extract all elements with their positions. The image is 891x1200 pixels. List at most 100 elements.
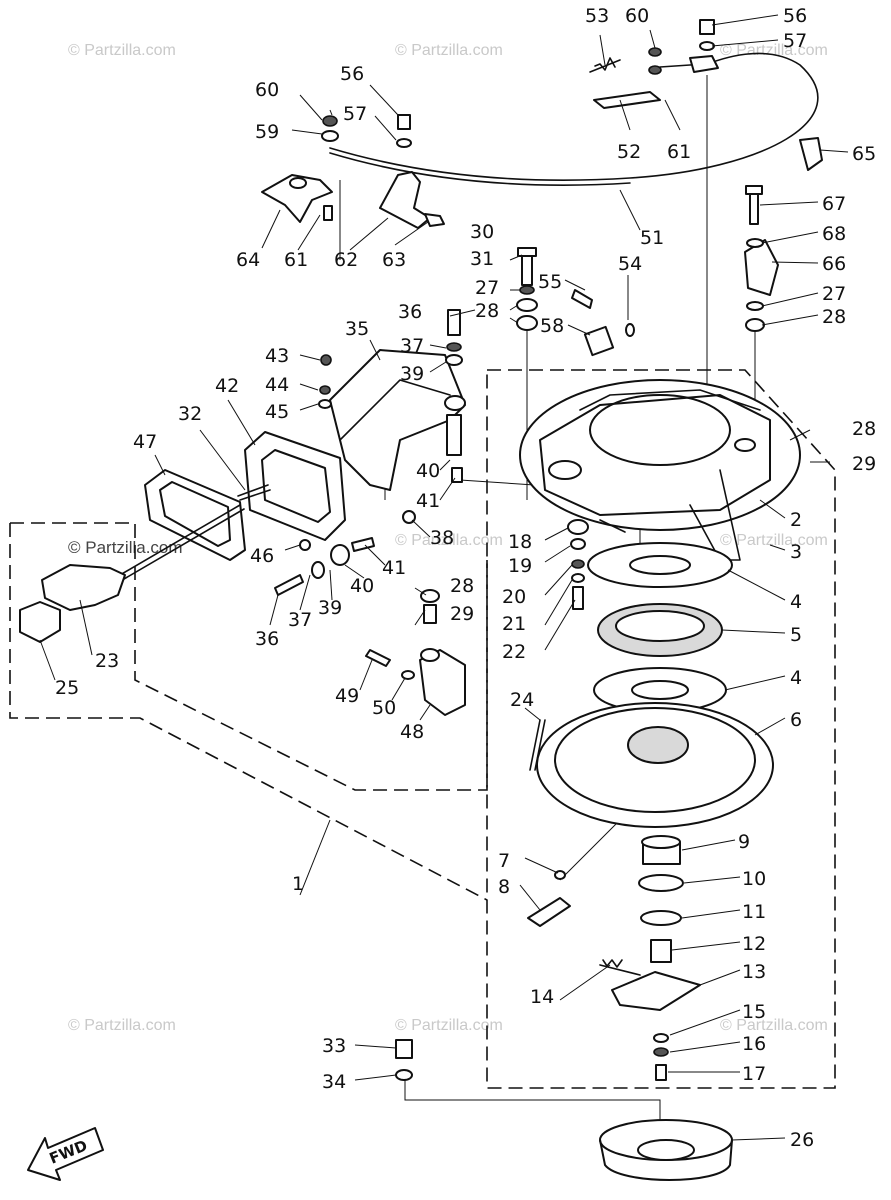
callout-36: 36 <box>398 301 422 323</box>
callout-28: 28 <box>852 418 876 440</box>
watermark: © Partzilla.com <box>68 538 183 557</box>
callout-65: 65 <box>852 143 876 165</box>
callout-39: 39 <box>318 597 342 619</box>
callout-22: 22 <box>502 641 526 663</box>
callout-11: 11 <box>742 901 766 923</box>
callout-38: 38 <box>430 527 454 549</box>
assembly-boundary <box>9 369 836 1089</box>
callout-41: 41 <box>382 557 406 579</box>
callout-9: 9 <box>738 831 750 853</box>
callout-26: 26 <box>790 1129 814 1151</box>
callout-67: 67 <box>822 193 846 215</box>
callout-43: 43 <box>265 345 289 367</box>
callout-39: 39 <box>400 363 424 385</box>
callout-28: 28 <box>822 306 846 328</box>
callout-18: 18 <box>508 531 532 553</box>
part-number-callouts: 53 60 56 57 52 61 65 51 67 68 66 27 28 2… <box>55 5 876 1151</box>
callout-45: 45 <box>265 401 289 423</box>
watermark: © Partzilla.com <box>68 1017 176 1034</box>
callout-60: 60 <box>625 5 649 27</box>
callout-4: 4 <box>790 591 802 613</box>
callout-5: 5 <box>790 624 802 646</box>
callout-47: 47 <box>133 431 157 453</box>
callout-44: 44 <box>265 374 289 396</box>
callout-29: 29 <box>450 603 474 625</box>
callout-27: 27 <box>822 283 846 305</box>
lower-bracket <box>365 589 466 716</box>
callout-1: 1 <box>292 873 304 895</box>
callout-49: 49 <box>335 685 359 707</box>
drive-stack <box>527 835 701 1081</box>
callout-12: 12 <box>742 933 766 955</box>
callout-34: 34 <box>322 1071 346 1093</box>
callout-16: 16 <box>742 1033 766 1055</box>
callout-7: 7 <box>498 850 510 872</box>
callout-15: 15 <box>742 1001 766 1023</box>
callout-64: 64 <box>236 249 260 271</box>
watermark: © Partzilla.com <box>720 1017 828 1034</box>
callout-62: 62 <box>334 249 358 271</box>
fwd-direction-arrow: FWD <box>27 1127 104 1181</box>
callout-13: 13 <box>742 961 766 983</box>
leader-lines <box>339 75 761 1140</box>
rope-reel <box>529 702 774 828</box>
callout-50: 50 <box>372 697 396 719</box>
watermark: © Partzilla.com <box>395 1017 503 1034</box>
link-rod-assembly <box>589 19 823 332</box>
callout-19: 19 <box>508 555 532 577</box>
callout-4: 4 <box>790 667 802 689</box>
callout-32: 32 <box>178 403 202 425</box>
callout-61: 61 <box>667 141 691 163</box>
callout-2: 2 <box>790 509 802 531</box>
callout-37: 37 <box>288 609 312 631</box>
watermark: © Partzilla.com <box>395 42 503 59</box>
callout-57: 57 <box>783 30 807 52</box>
callout-40: 40 <box>416 460 440 482</box>
callout-33: 33 <box>322 1035 346 1057</box>
callout-40: 40 <box>350 575 374 597</box>
pulley-bolt <box>395 1039 413 1081</box>
callout-60: 60 <box>255 79 279 101</box>
watermark: © Partzilla.com <box>395 532 503 549</box>
callout-58: 58 <box>540 315 564 337</box>
callout-61: 61 <box>284 249 308 271</box>
callout-52: 52 <box>617 141 641 163</box>
callout-30: 30 <box>470 221 494 243</box>
callout-55: 55 <box>538 271 562 293</box>
callout-8: 8 <box>498 876 510 898</box>
callout-54: 54 <box>618 253 642 275</box>
callout-66: 66 <box>822 253 846 275</box>
callout-56: 56 <box>783 5 807 27</box>
spring-plates <box>587 542 733 713</box>
left-fasteners <box>274 537 375 596</box>
callout-23: 23 <box>95 650 119 672</box>
watermark: © Partzilla.com <box>68 42 176 59</box>
callout-28: 28 <box>450 575 474 597</box>
callout-6: 6 <box>790 709 802 731</box>
callout-leaders <box>39 14 849 1141</box>
callout-21: 21 <box>502 613 526 635</box>
starter-handle <box>19 504 245 643</box>
callout-20: 20 <box>502 586 526 608</box>
callout-46: 46 <box>250 545 274 567</box>
callout-59: 59 <box>255 121 279 143</box>
callout-37: 37 <box>400 335 424 357</box>
callout-35: 35 <box>345 318 369 340</box>
callout-24: 24 <box>510 689 534 711</box>
callout-27: 27 <box>475 277 499 299</box>
callout-3: 3 <box>790 541 802 563</box>
callout-14: 14 <box>530 986 554 1008</box>
callout-53: 53 <box>585 5 609 27</box>
callout-41: 41 <box>416 490 440 512</box>
callout-17: 17 <box>742 1063 766 1085</box>
spring-pin-stack <box>567 519 626 610</box>
callout-51: 51 <box>640 227 664 249</box>
callout-57: 57 <box>343 103 367 125</box>
callout-36: 36 <box>255 628 279 650</box>
callout-48: 48 <box>400 721 424 743</box>
callout-63: 63 <box>382 249 406 271</box>
bolt-stack <box>516 247 538 331</box>
guide-plate <box>237 354 346 541</box>
callout-56: 56 <box>340 63 364 85</box>
